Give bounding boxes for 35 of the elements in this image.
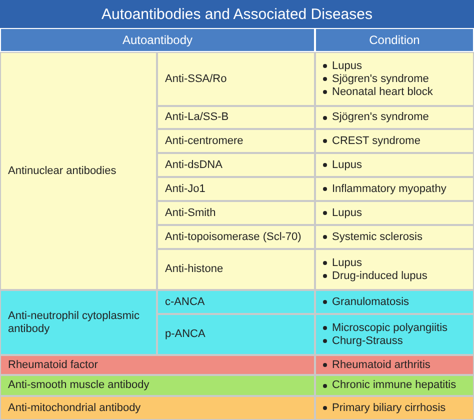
condition-name: Lupus bbox=[332, 256, 362, 270]
antibody-name: c-ANCA bbox=[165, 296, 206, 308]
antibody-name: p-ANCA bbox=[165, 328, 206, 341]
condition-name: CREST syndrome bbox=[332, 134, 420, 148]
condition-name: Churg-Strauss bbox=[332, 334, 403, 348]
antibody-name: Anti-SSA/Ro bbox=[165, 72, 228, 86]
antibody-name: Anti-Smith bbox=[165, 206, 217, 220]
antibody-name: Anti-topoisomerase (Scl-70) bbox=[165, 230, 302, 244]
condition-name: Primary biliary cirrhosis bbox=[332, 402, 446, 414]
condition-name: Drug-induced lupus bbox=[332, 270, 428, 282]
condition-name: Rheumatoid arthritis bbox=[332, 358, 430, 372]
antibody-name: Anti-La/SS-B bbox=[165, 111, 230, 124]
condition-name: Systemic sclerosis bbox=[332, 230, 422, 244]
antibody-group: Antinuclear antibodies bbox=[8, 164, 149, 178]
antibody-name: Anti-mitochondrial antibody bbox=[8, 402, 142, 414]
antibody-name: Anti-dsDNA bbox=[165, 158, 224, 172]
column-header: Condition bbox=[369, 34, 420, 46]
antibody-name: Anti-smooth muscle antibody bbox=[8, 379, 150, 392]
condition-name: Lupus bbox=[332, 206, 362, 220]
column-header: Autoantibody bbox=[122, 34, 193, 46]
condition-name: Sjögren's syndrome bbox=[332, 111, 429, 124]
antibody-name: Anti-Jo1 bbox=[165, 182, 206, 196]
condition-name: Inflammatory myopathy bbox=[332, 182, 446, 196]
condition-name: Sjögren's syndrome bbox=[332, 72, 429, 86]
antibody-name: Rheumatoid factor bbox=[8, 358, 99, 372]
condition-name: Microscopic polyangiitis bbox=[332, 322, 448, 334]
table-title: Autoantibodies and Associated Diseases bbox=[101, 6, 372, 22]
condition-name: Lupus bbox=[332, 158, 362, 172]
condition-name: Chronic immune hepatitis bbox=[332, 379, 456, 392]
antibody-group: Anti-neutrophil cytoplasmic antibody bbox=[8, 310, 149, 336]
condition-name: Granulomatosis bbox=[332, 296, 410, 308]
antibody-name: Anti-histone bbox=[165, 263, 224, 276]
antibody-name: Anti-centromere bbox=[165, 134, 244, 148]
condition-name: Lupus bbox=[332, 60, 362, 72]
condition-name: Neonatal heart block bbox=[332, 86, 433, 98]
